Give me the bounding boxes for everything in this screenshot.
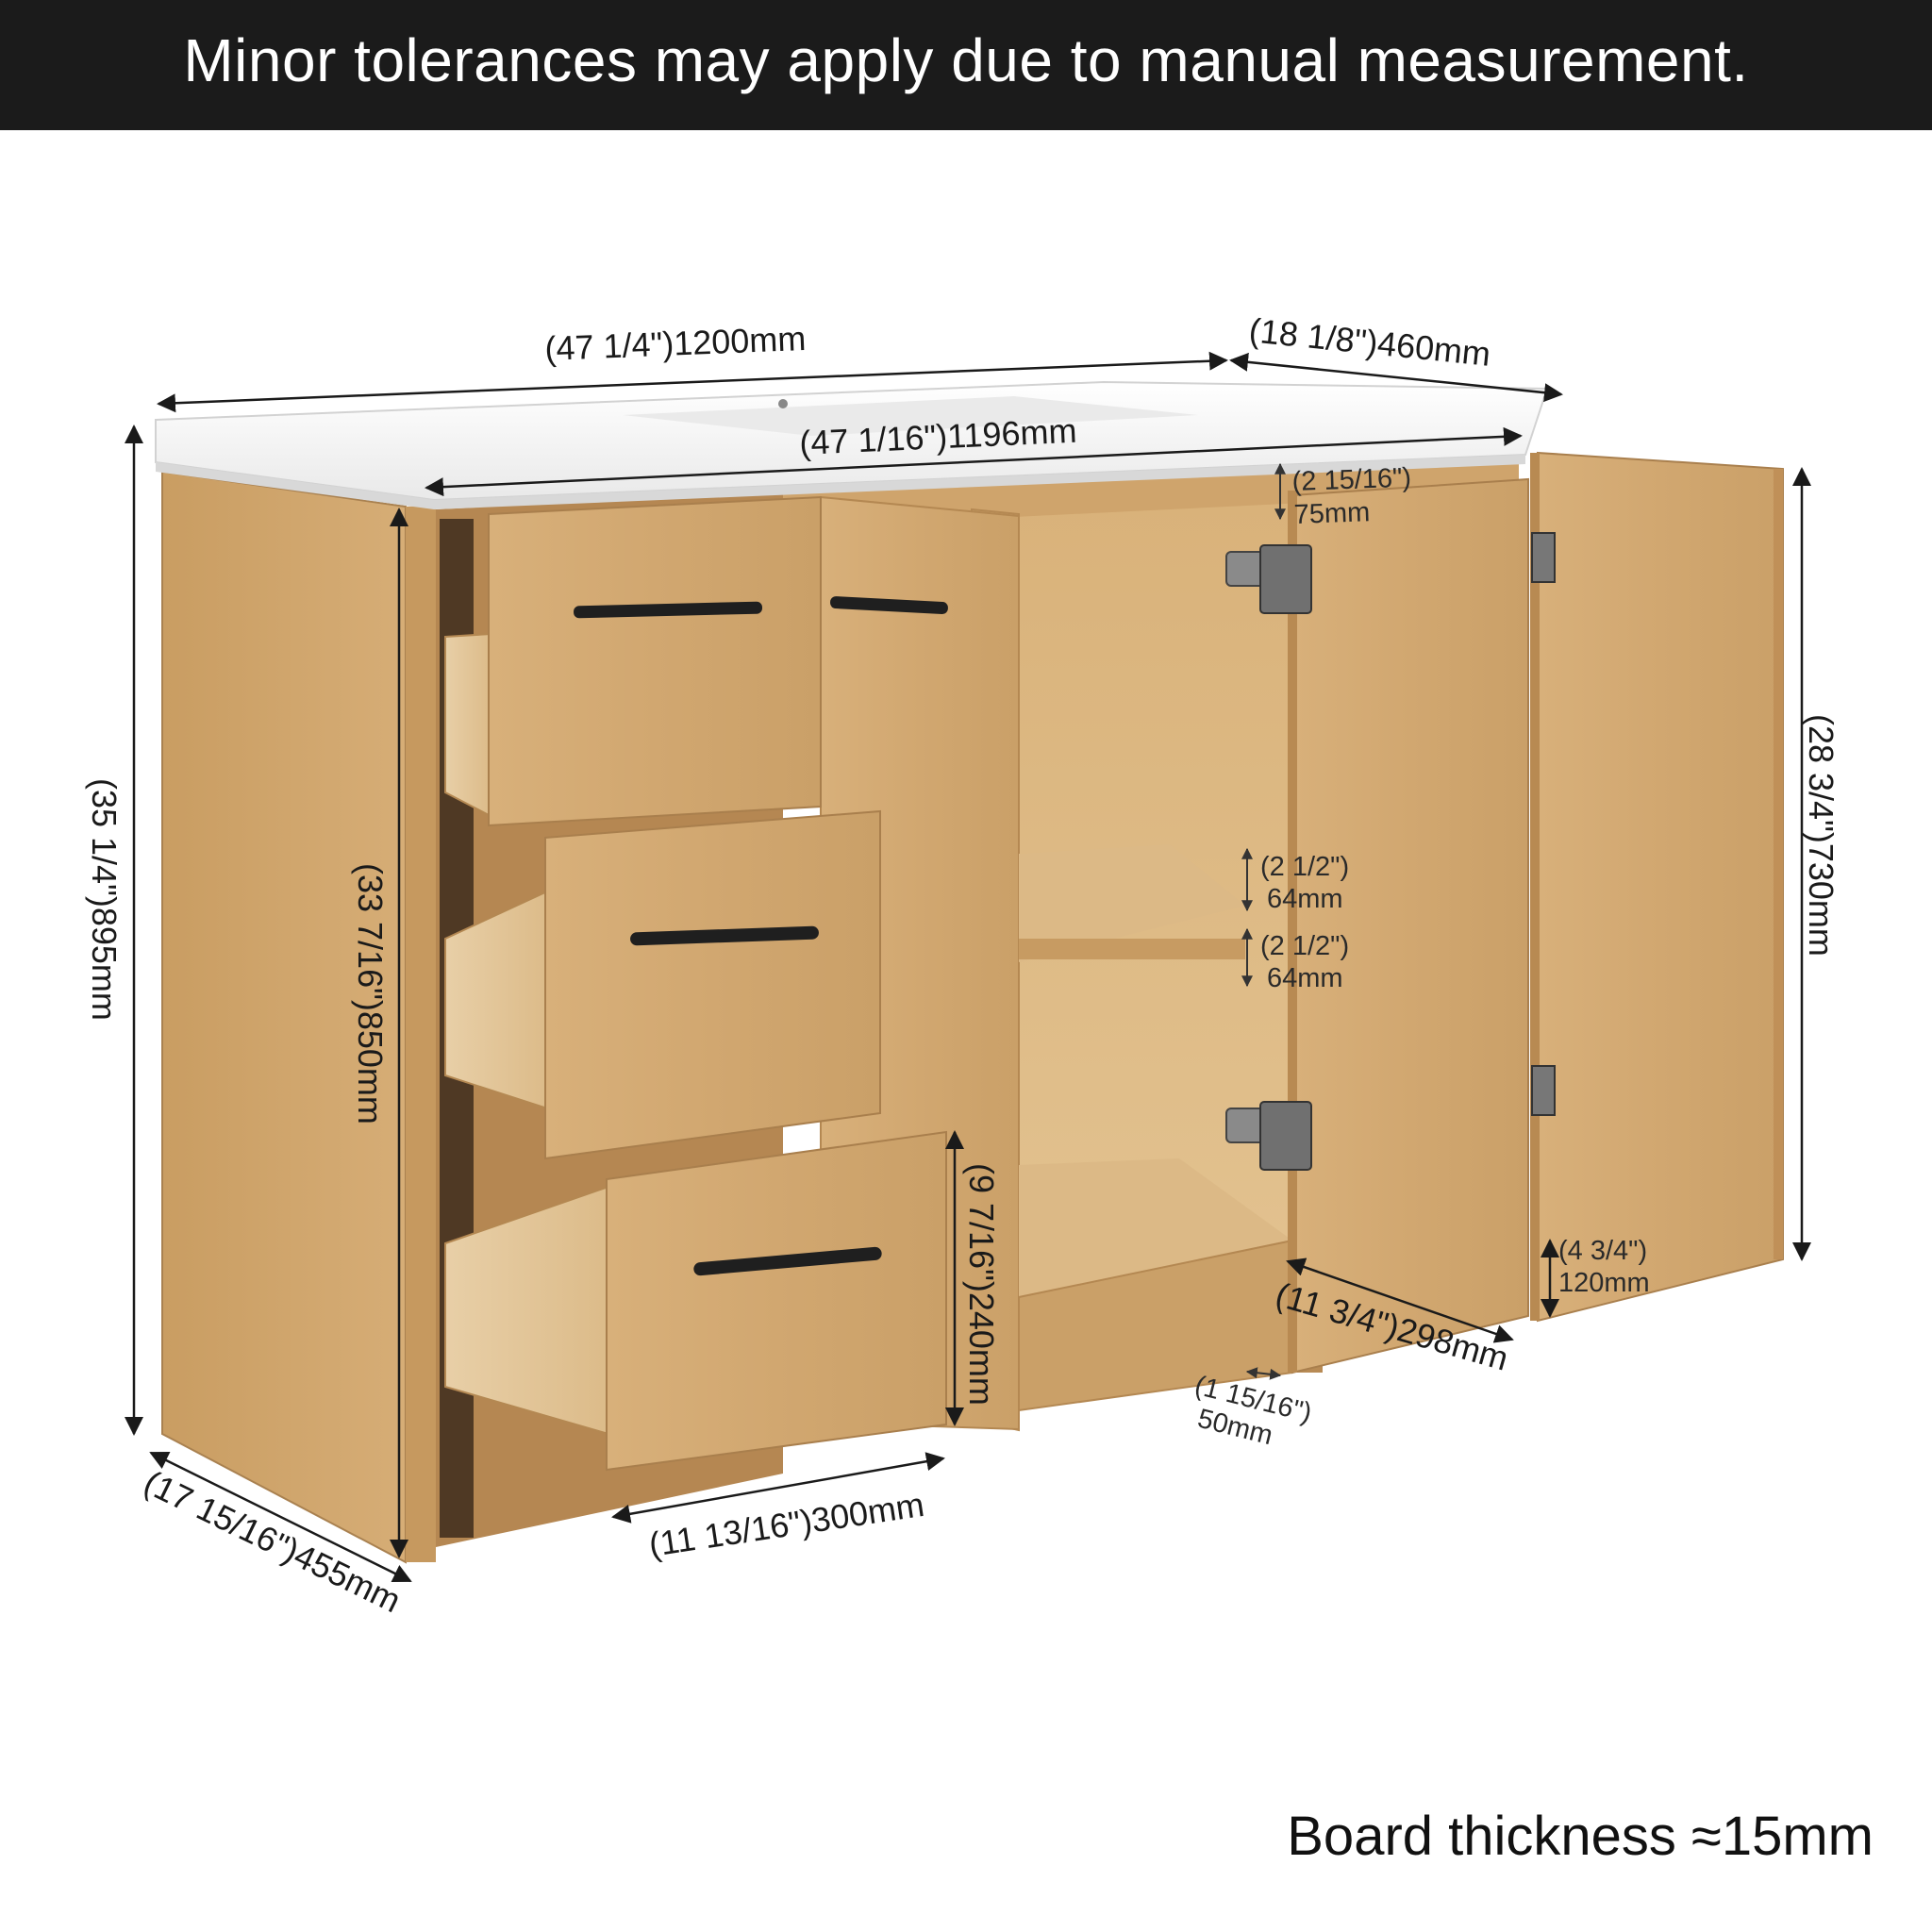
overall-height-label: (35 1/4")895mm [85, 778, 124, 1021]
board-thickness-note: Board thickness ≈15mm [1287, 1806, 1874, 1867]
lower-shelf [1019, 1158, 1292, 1297]
right-door-lower-hinge [1531, 1065, 1556, 1116]
middle-drawer-front [544, 809, 881, 1160]
toe-kick-inch-label: (4 3/4") [1558, 1236, 1647, 1266]
right-door [1537, 451, 1784, 1323]
cabinet-width-line [425, 426, 1523, 497]
shelf-gap-upper-inch-label: (2 1/2") [1260, 852, 1349, 882]
bottom-drawer-front [606, 1130, 947, 1472]
tolerance-banner-text: Minor tolerances may apply due to manual… [183, 26, 1749, 94]
top-rail-inch-label: (2 15/16") [1291, 463, 1411, 497]
overall-width-line [157, 351, 1228, 413]
bottom-drawer-handle [693, 1246, 882, 1276]
faucet-hole [778, 399, 788, 408]
shelf-gap-lower-inch-label: (2 1/2") [1260, 931, 1349, 961]
top-drawer [444, 495, 948, 827]
small-dimension-lines [1241, 462, 1286, 1380]
cabinet-depth-line [149, 1451, 412, 1583]
shelf-gap-upper-mm-label: 64mm [1267, 884, 1343, 914]
top-drawer-front [488, 495, 822, 827]
stile-handle [830, 596, 948, 614]
middle-drawer [444, 809, 881, 1160]
drawer-width-line [611, 1452, 945, 1524]
top-banner [0, 0, 1932, 130]
lower-hinge [1225, 1101, 1312, 1171]
overall-depth-label: (18 1/8")460mm [1247, 310, 1492, 374]
middle-drawer-handle [630, 925, 819, 946]
top-rail-mm-label: 75mm [1293, 497, 1371, 530]
top-drawer-handle [574, 601, 762, 619]
right-door-upper-hinge [1531, 532, 1556, 583]
upper-hinge [1225, 544, 1312, 614]
overall-depth-line [1229, 352, 1563, 403]
left-door [1291, 477, 1529, 1374]
cabinet-height-label: (33 7/16")850mm [351, 863, 390, 1124]
dimension-lines [125, 351, 1811, 1583]
door-height-label: (28 3/4")730mm [1802, 714, 1840, 957]
base-gap-line [1245, 1367, 1282, 1380]
drawer-width-label: (11 13/16")300mm [646, 1485, 926, 1564]
upper-shelf [1019, 844, 1245, 962]
shelf-gap-lower-mm-label: 64mm [1267, 963, 1343, 993]
drawer-height-label: (9 7/16")240mm [962, 1163, 1001, 1406]
bottom-drawer [444, 1130, 947, 1472]
overall-width-label: (47 1/4")1200mm [544, 319, 807, 368]
vanity-cabinet [155, 380, 1784, 1564]
left-front-edge [406, 506, 436, 1562]
door-width-line [1286, 1257, 1514, 1343]
toe-kick-mm-label: 120mm [1558, 1268, 1650, 1298]
